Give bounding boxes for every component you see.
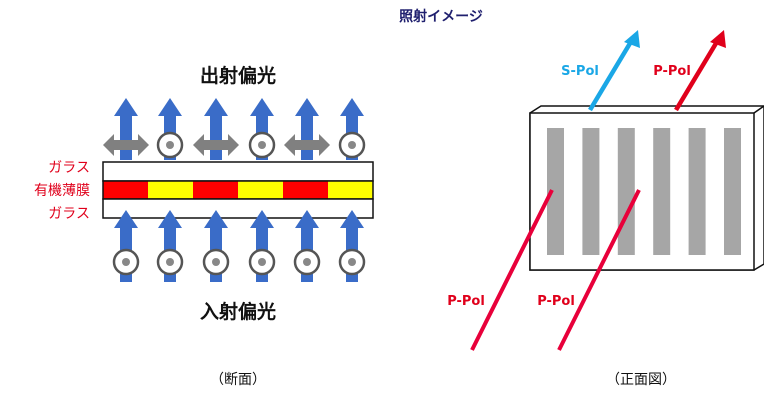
glass-top-layer	[102, 161, 374, 182]
glass-bottom-label: ガラス	[48, 206, 90, 222]
grating-stripe-5	[688, 128, 706, 255]
input-polarization-dot-4-center	[258, 258, 266, 266]
input-polarization-dot-3-center	[212, 258, 220, 266]
input-polarization-label: 入射偏光	[200, 300, 276, 323]
s-pol-label: S-Pol	[561, 64, 599, 79]
p-pol-in-beam-2	[557, 189, 641, 351]
grating-stripe-2	[582, 128, 600, 255]
grating-stripes	[547, 128, 741, 255]
s-pol-out-beam	[588, 38, 634, 112]
film-segment-1	[103, 181, 148, 199]
film-segment-4	[238, 181, 283, 199]
input-polarization-dot-2-center	[166, 258, 174, 266]
p-pol-out-label: P-Pol	[653, 64, 691, 79]
output-arrow-5	[295, 98, 319, 160]
film-segment-5	[283, 181, 328, 199]
p-pol-in-label-2: P-Pol	[537, 294, 575, 309]
output-arrows	[114, 98, 364, 160]
grating-stripe-4	[653, 128, 671, 255]
organic-film-label: 有機薄膜	[34, 183, 90, 199]
output-arrow-3	[204, 98, 228, 160]
input-arrows	[114, 210, 364, 282]
s-pol-arrowhead	[624, 30, 640, 48]
output-polarization-markers	[103, 131, 366, 159]
vertical-polarization-dot-3-center	[348, 141, 356, 149]
panel-edge	[753, 105, 764, 114]
glass-bottom-layer	[102, 198, 374, 219]
grating-stripe-3	[617, 128, 635, 255]
input-polarization-dot-5-center	[303, 258, 311, 266]
organic-film-layer	[102, 180, 374, 200]
grating-stripe-1	[547, 128, 564, 255]
p-pol-in-beam-1	[470, 189, 554, 351]
input-polarization-dot-1-center	[122, 258, 130, 266]
horizontal-polarization-arrow-2	[193, 134, 239, 156]
output-polarization-label: 出射偏光	[200, 64, 276, 87]
output-arrow-1	[114, 98, 138, 160]
input-polarization-dot-6-center	[348, 258, 356, 266]
panel-front	[529, 112, 755, 271]
p-pol-in-label-1: P-Pol	[447, 294, 485, 309]
input-polarization-markers	[112, 248, 366, 276]
film-segment-2	[148, 181, 193, 199]
glass-top-label: ガラス	[48, 160, 90, 176]
film-segment-6	[328, 181, 373, 199]
film-segment-3	[193, 181, 238, 199]
horizontal-polarization-arrow-3	[284, 134, 330, 156]
vertical-polarization-dot-2-center	[258, 141, 266, 149]
vertical-polarization-dot-1-center	[166, 141, 174, 149]
grating-stripe-6	[724, 128, 741, 255]
diagram-title: 照射イメージ	[399, 8, 483, 25]
horizontal-polarization-arrow-1	[103, 134, 149, 156]
front-view-caption: （正面図）	[606, 372, 676, 388]
p-pol-out-beam	[674, 38, 720, 112]
p-pol-arrowhead	[710, 30, 726, 48]
cross-section-caption: （断面）	[210, 372, 266, 388]
